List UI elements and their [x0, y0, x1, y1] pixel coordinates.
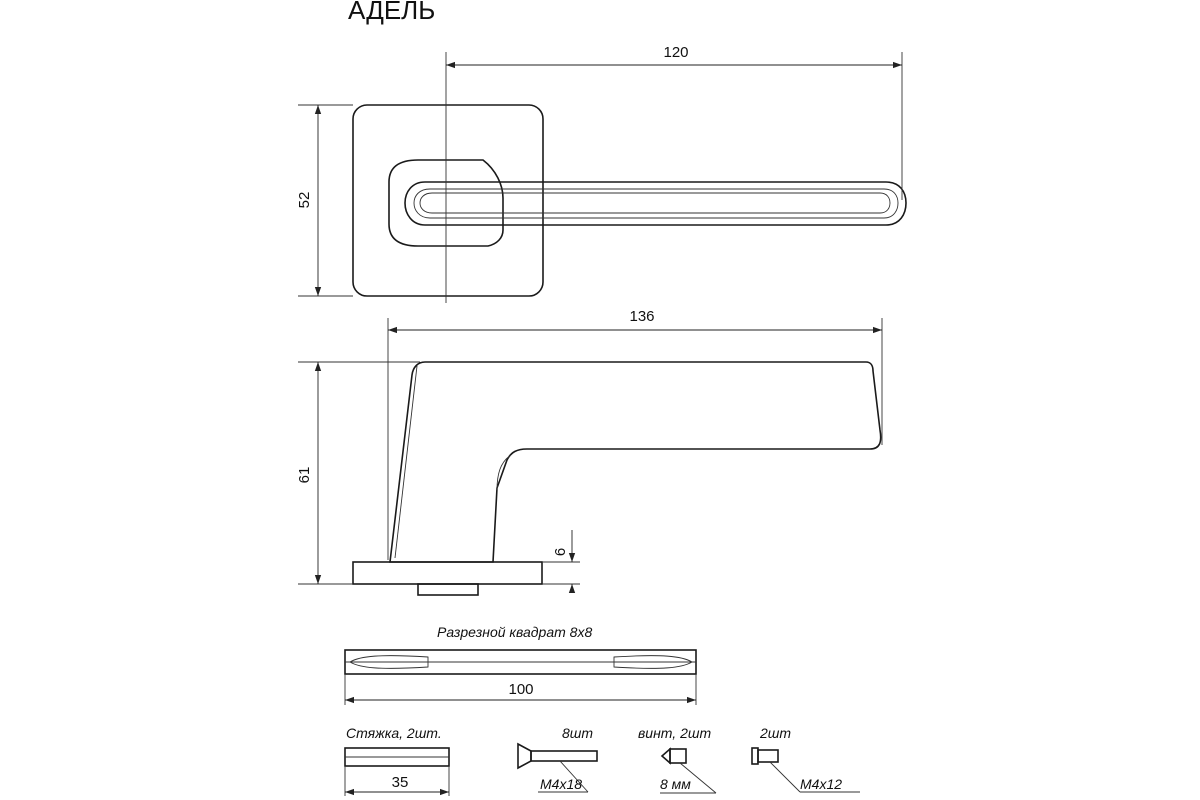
long-screw-drawing: 8шт M4x18 — [517, 725, 598, 793]
short-screw-qty: 2шт — [759, 725, 791, 741]
spindle-stub — [417, 583, 479, 596]
side-view: 136 61 6 — [296, 308, 883, 596]
dimension-label-6: 6 — [552, 548, 569, 556]
lever-profile-edge — [394, 365, 418, 559]
long-screw-size: M4x18 — [540, 776, 582, 792]
set-screw-size: 8 мм — [660, 776, 691, 792]
short-screw-drawing: 2шт M4x12 — [751, 725, 860, 793]
set-screw-drawing: винт, 2шт 8 мм — [638, 725, 717, 794]
top-view: 120 52 — [296, 44, 907, 303]
short-screw-size: M4x12 — [800, 776, 842, 792]
lever-outer — [404, 181, 907, 226]
tie-rod-title: Стяжка, 2шт. — [346, 725, 442, 741]
set-screw-tip — [660, 747, 671, 765]
spindle-title: Разрезной квадрат 8х8 — [437, 624, 592, 640]
leader-line — [769, 761, 801, 793]
spindle-spring-left — [349, 655, 429, 669]
dimension-label-120: 120 — [663, 44, 688, 61]
spindle-drawing: Разрезной квадрат 8х8 100 — [344, 624, 697, 705]
leader-line — [679, 762, 717, 794]
lever-groove — [413, 188, 899, 219]
lever-groove-inner — [419, 192, 891, 214]
set-screw-title: винт, 2шт — [638, 725, 711, 741]
dimension-label-52: 52 — [296, 192, 313, 209]
handle-neck — [388, 159, 504, 247]
dimension-label-100: 100 — [508, 681, 533, 698]
short-screw-head — [751, 747, 759, 765]
dimension-label-35: 35 — [392, 774, 409, 791]
set-screw-body — [669, 748, 687, 764]
long-screw-qty: 8шт — [562, 725, 593, 741]
long-screw-head — [517, 742, 532, 770]
tie-rod-drawing: Стяжка, 2шт. 35 — [344, 725, 450, 796]
long-screw-shank — [530, 750, 598, 762]
spindle-spring-right — [613, 655, 693, 669]
dimension-label-136: 136 — [629, 308, 654, 325]
short-screw-shank — [757, 749, 779, 763]
leader-line — [559, 760, 589, 793]
dimension-label-61: 61 — [296, 467, 313, 484]
rose-plate — [352, 104, 544, 297]
neck-edge — [496, 454, 512, 491]
rose-side — [352, 561, 543, 585]
product-title: АДЕЛЬ — [348, 0, 435, 25]
lever-profile — [389, 361, 882, 563]
